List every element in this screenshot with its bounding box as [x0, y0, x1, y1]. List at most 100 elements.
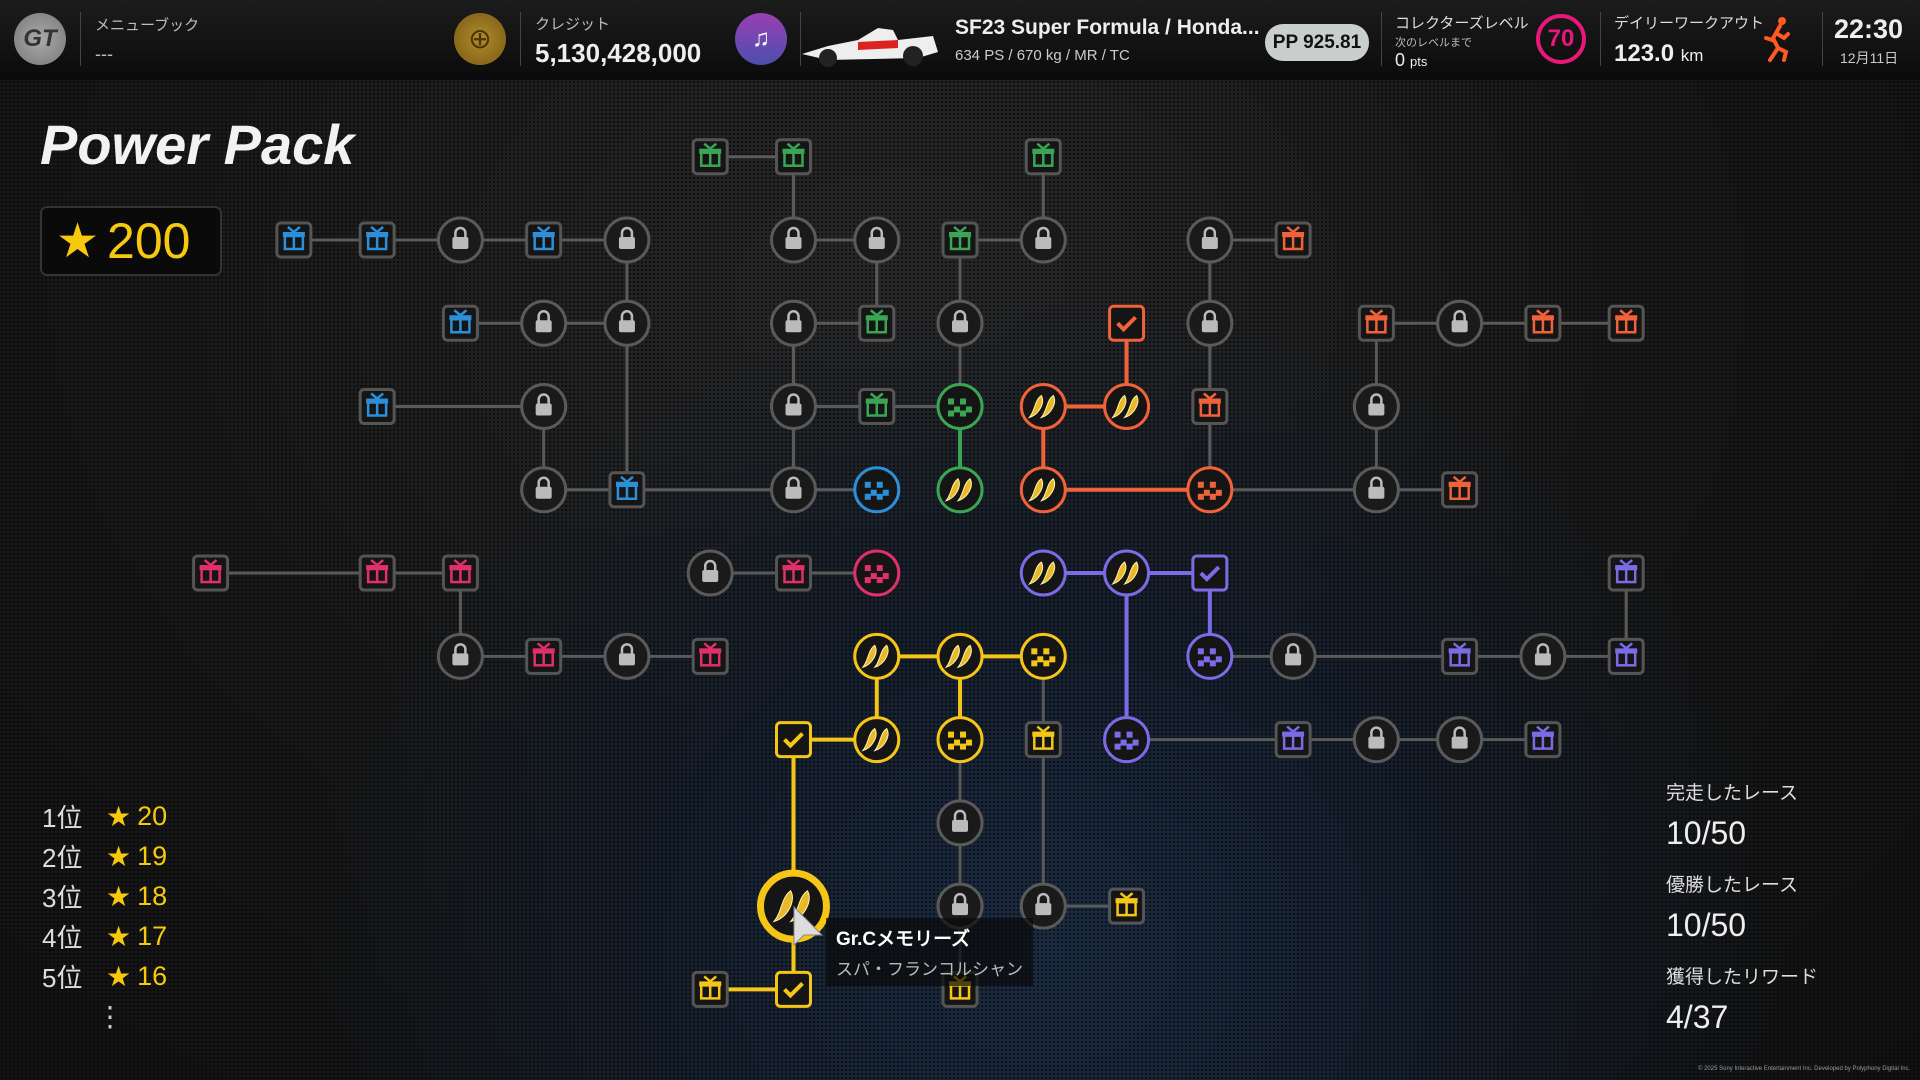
completed-check-node[interactable]	[774, 970, 812, 1008]
race-event-node[interactable]	[1103, 549, 1151, 597]
locked-node[interactable]	[520, 466, 568, 514]
race-event-node[interactable]	[1019, 549, 1067, 597]
locked-node[interactable]	[1352, 383, 1400, 431]
race-event-node[interactable]	[853, 549, 901, 597]
locked-node[interactable]	[1352, 466, 1400, 514]
race-event-node[interactable]	[936, 466, 984, 514]
gift-reward-node[interactable]	[608, 471, 646, 509]
locked-node[interactable]	[769, 299, 817, 347]
gift-reward-node[interactable]	[1607, 304, 1645, 342]
race-event-node[interactable]	[853, 632, 901, 680]
completed-check-node[interactable]	[774, 721, 812, 759]
gift-reward-node[interactable]	[358, 554, 396, 592]
locked-node[interactable]	[603, 299, 651, 347]
gift-reward-node[interactable]	[858, 304, 896, 342]
locked-node[interactable]	[936, 299, 984, 347]
gift-reward-node[interactable]	[1274, 721, 1312, 759]
gift-reward-node[interactable]	[441, 554, 479, 592]
race-event-node[interactable]	[1019, 632, 1067, 680]
gift-reward-node[interactable]	[1108, 887, 1146, 925]
race-event-node[interactable]	[936, 632, 984, 680]
gift-reward-node[interactable]	[774, 554, 812, 592]
gift-reward-node[interactable]	[1524, 721, 1562, 759]
locked-node[interactable]	[1186, 299, 1234, 347]
gift-icon	[1531, 309, 1554, 334]
race-event-node[interactable]	[936, 716, 984, 764]
lock-body	[1201, 320, 1218, 333]
gift-reward-node[interactable]	[1441, 637, 1479, 675]
gift-icon	[1198, 392, 1221, 417]
lock-icon	[1203, 310, 1217, 322]
gt-logo-icon[interactable]: GT	[14, 13, 66, 65]
divider	[1600, 12, 1601, 66]
lock-body	[1534, 653, 1551, 666]
gift-reward-node[interactable]	[358, 221, 396, 259]
completed-check-node[interactable]	[1108, 304, 1146, 342]
gift-reward-node[interactable]	[774, 138, 812, 176]
race-event-node[interactable]	[1186, 632, 1234, 680]
more-ranks-icon[interactable]: ⋮	[96, 1001, 124, 1032]
locked-node[interactable]	[1269, 632, 1317, 680]
gift-reward-node[interactable]	[441, 304, 479, 342]
gift-reward-node[interactable]	[1191, 388, 1229, 426]
locked-node[interactable]	[603, 216, 651, 264]
locked-node[interactable]	[520, 299, 568, 347]
race-event-node[interactable]	[853, 716, 901, 764]
locked-node[interactable]	[769, 216, 817, 264]
lock-body	[952, 320, 969, 333]
locked-node[interactable]	[936, 799, 984, 847]
pepper-icon	[861, 644, 877, 669]
locked-node[interactable]	[436, 216, 484, 264]
gift-reward-node[interactable]	[1607, 637, 1645, 675]
completed-check-node[interactable]	[1191, 554, 1229, 592]
locked-node[interactable]	[1436, 716, 1484, 764]
lock-icon	[1286, 643, 1300, 655]
gift-reward-node[interactable]	[691, 970, 729, 1008]
runner-icon	[1764, 17, 1790, 62]
race-event-node[interactable]	[853, 466, 901, 514]
race-event-node[interactable]	[1103, 383, 1151, 431]
gift-reward-node[interactable]	[1024, 138, 1062, 176]
race-event-node[interactable]	[1019, 383, 1067, 431]
gift-reward-node[interactable]	[525, 221, 563, 259]
gift-reward-node[interactable]	[858, 388, 896, 426]
gift-reward-node[interactable]	[1441, 471, 1479, 509]
locked-node[interactable]	[436, 632, 484, 680]
race-event-node[interactable]	[1186, 466, 1234, 514]
locked-node[interactable]	[1186, 216, 1234, 264]
gift-reward-node[interactable]	[1024, 721, 1062, 759]
locked-node[interactable]	[1352, 716, 1400, 764]
gift-reward-node[interactable]	[525, 637, 563, 675]
locked-node[interactable]	[1436, 299, 1484, 347]
gift-reward-node[interactable]	[358, 388, 396, 426]
gift-reward-node[interactable]	[941, 221, 979, 259]
stat-value: 10/50	[1666, 907, 1747, 943]
race-event-node[interactable]	[1103, 716, 1151, 764]
locked-node[interactable]	[1519, 632, 1567, 680]
lock-icon	[787, 476, 800, 488]
gift-reward-node[interactable]	[691, 637, 729, 675]
gift-reward-node[interactable]	[275, 221, 313, 259]
gift-reward-node[interactable]	[691, 138, 729, 176]
locked-node[interactable]	[1019, 216, 1067, 264]
race-event-node[interactable]	[1019, 466, 1067, 514]
gift-icon	[1448, 642, 1471, 667]
locked-node[interactable]	[769, 383, 817, 431]
locked-node[interactable]	[520, 383, 568, 431]
locked-node[interactable]	[1019, 882, 1067, 930]
lock-body	[1451, 736, 1468, 749]
gift-reward-node[interactable]	[1524, 304, 1562, 342]
gift-reward-node[interactable]	[1357, 304, 1395, 342]
gift-icon	[699, 975, 722, 1000]
race-event-node[interactable]	[936, 383, 984, 431]
checkered-flag-icon	[948, 398, 973, 417]
locked-node[interactable]	[603, 632, 651, 680]
gift-reward-node[interactable]	[1607, 554, 1645, 592]
credit-value: 5,130,428,000	[535, 38, 702, 68]
locked-node[interactable]	[686, 549, 734, 597]
locked-node[interactable]	[853, 216, 901, 264]
locked-node[interactable]	[769, 466, 817, 514]
music-player-icon[interactable]: ♫	[735, 13, 787, 65]
gift-reward-node[interactable]	[1274, 221, 1312, 259]
gift-reward-node[interactable]	[192, 554, 230, 592]
